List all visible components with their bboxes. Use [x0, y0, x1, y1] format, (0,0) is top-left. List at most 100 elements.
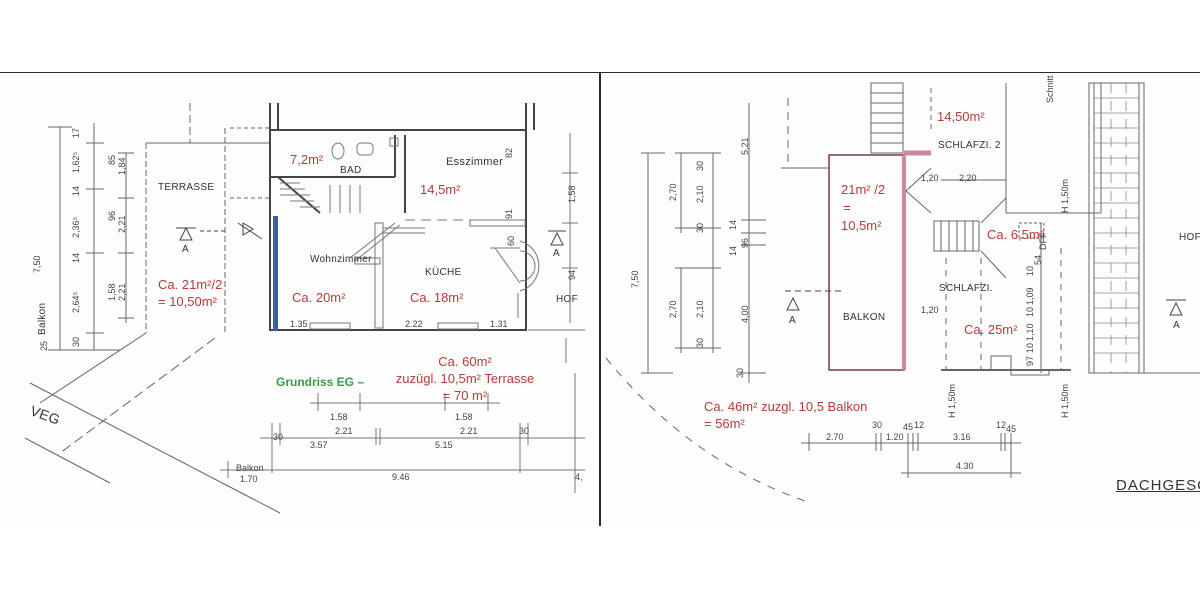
- section-marker-a-right: A: [553, 248, 560, 259]
- dim-v-b-2: 96: [107, 210, 117, 221]
- dim-bottom-r1-6: 12: [996, 420, 1007, 430]
- section-marker-a: A: [182, 244, 189, 255]
- dim-bottom-r1-0: 2.70: [826, 432, 844, 442]
- highlighted-wall: [273, 216, 278, 331]
- dim-bottom-r2-0: 4.30: [956, 461, 974, 471]
- attic-floor-drawing: [605, 82, 1200, 504]
- height-note-0: H 1,50m: [1060, 178, 1070, 213]
- section-marker-a: A: [789, 315, 796, 326]
- dim-vertical-total: 7,50: [32, 255, 42, 273]
- summary-line1: Ca. 60m²: [438, 354, 492, 369]
- dim-v-right-3: 1,58: [567, 185, 577, 203]
- dim-v-a-5: 2,64⁵: [71, 291, 81, 313]
- area-bad: 7,2m²: [290, 152, 324, 167]
- dim-v-b-4: 30: [695, 337, 705, 348]
- room-label-wohnzimmer: Wohnzimmer: [310, 254, 372, 265]
- room-label-hof: HOF: [556, 294, 579, 305]
- summary-line2: = 56m²: [704, 416, 745, 431]
- dim-bottom-r2-3: 30: [519, 426, 530, 436]
- dim-v-b-1: 1,84: [117, 157, 127, 175]
- dim-dff: DFF: [1038, 232, 1048, 251]
- area-schlafzi: Ca. 25m²: [964, 322, 1018, 337]
- summary-line2: zuzügl. 10,5m² Terrasse: [395, 371, 535, 386]
- dim-bottom-r1-4: 12: [914, 420, 925, 430]
- dim-bottom-r1-0: 1.58: [330, 412, 348, 422]
- dim-v-b-0: 85: [107, 154, 117, 165]
- dim-v-c-4: 4,00: [740, 305, 750, 323]
- area-balkon-line1: 21m² /2: [841, 182, 886, 197]
- dim-inner-1: 2.22: [405, 319, 423, 329]
- dim-v-c-2: 96: [740, 237, 750, 248]
- dim-v-inner-3: 10: [1025, 306, 1035, 317]
- dim-v-right-1: 91: [504, 208, 514, 219]
- area-esszimmer: 14,5m²: [420, 182, 461, 197]
- plan-title-attic: DACHGESC: [1116, 477, 1200, 494]
- section-marker-a-right: A: [1173, 320, 1180, 331]
- dim-bottom-r1-5: 3.16: [953, 432, 971, 442]
- room-label-balkon: BALKON: [843, 312, 886, 323]
- dim-inner-2: 1,20: [921, 305, 939, 315]
- area-terrasse-line2: = 10,50m²: [158, 294, 217, 309]
- dim-v-a-1: 1,62⁵: [71, 151, 81, 173]
- ground-floor-drawing: [24, 103, 585, 514]
- dim-inner-0: 1.35: [290, 319, 308, 329]
- dim-bottom-r1-2: 1.58: [455, 412, 473, 422]
- dim-v-inner-0: 54: [1033, 254, 1043, 265]
- dim-v-b-5: 2,21: [117, 283, 127, 301]
- label-schnitt: Schnitt: [1045, 75, 1055, 103]
- dim-v-c-5: 30: [735, 367, 745, 378]
- dim-bottom-r3-0: 1.70: [240, 474, 258, 484]
- room-label-kueche: KÜCHE: [425, 267, 462, 278]
- dim-v-b-3: 2,10: [695, 300, 705, 318]
- dim-bottom-r3-2: 4,: [575, 472, 583, 482]
- dim-bottom-r1-3: 45: [903, 422, 914, 432]
- dim-inner-2: 1.31: [490, 319, 508, 329]
- dim-bottom-r2-0: 30: [273, 432, 284, 442]
- dim-v-a-6: 30: [71, 336, 81, 347]
- dim-v-a-2: 14: [71, 185, 81, 196]
- dim-v-c-3: 14: [728, 245, 738, 256]
- dim-v-c-0: 5,21: [740, 137, 750, 155]
- dim-bottom-balkon: Balkon: [236, 463, 264, 473]
- dim-v-a-4: 14: [71, 252, 81, 263]
- dim-v-a-7: 25: [39, 340, 49, 351]
- area-balkon-line3: 10,5m²: [841, 218, 882, 233]
- room-label-esszimmer: Esszimmer: [446, 156, 504, 168]
- height-note-2: H 1,50m: [1060, 383, 1070, 418]
- dim-v-b-1: 2,10: [695, 185, 705, 203]
- dim-v-inner-5: 10: [1025, 342, 1035, 353]
- dim-v-right-4: 94: [567, 269, 577, 280]
- area-small-room: Ca. 6,5m²: [987, 227, 1045, 242]
- dim-v-a-0: 17: [71, 127, 81, 138]
- side-label-balkon: Balkon: [37, 302, 48, 335]
- area-kueche: Ca. 18m²: [410, 290, 464, 305]
- dim-v-b-2: 30: [695, 222, 705, 233]
- dim-bottom-r1-3: 2.21: [460, 426, 478, 436]
- summary-line1: Ca. 46m² zuzgl. 10,5 Balkon: [704, 399, 868, 414]
- panel-divider: [599, 73, 601, 526]
- summary-line3: = 70 m²: [442, 388, 488, 403]
- dim-v-inner-6: 97: [1025, 355, 1035, 366]
- dim-v-c-1: 14: [728, 219, 738, 230]
- dim-inner-1: 2,20: [959, 173, 977, 183]
- dim-v-a-1: 2,70: [668, 300, 678, 318]
- dim-v-b-3: 2,21: [117, 215, 127, 233]
- room-label-bad: BAD: [340, 165, 362, 176]
- dim-bottom-r1-1: 30: [872, 420, 883, 430]
- area-terrasse-line1: Ca. 21m²/2: [158, 277, 223, 292]
- top-margin: [0, 0, 1200, 73]
- bottom-margin: [0, 526, 1200, 600]
- dim-v-b-0: 30: [695, 160, 705, 171]
- dim-v-a-0: 2,70: [668, 183, 678, 201]
- plan-title-ground-floor: Grundriss EG –: [276, 375, 365, 389]
- room-label-schlafzi: SCHLAFZI.: [939, 283, 993, 294]
- room-label-hof: HOF: [1179, 232, 1200, 243]
- room-label-terrasse: TERRASSE: [158, 182, 215, 193]
- dim-v-right-0: 82: [504, 147, 514, 158]
- dim-v-inner-2: 1,09: [1025, 287, 1035, 305]
- dim-bottom-r2-1: 3.57: [310, 440, 328, 450]
- dim-v-inner-4: 1,10: [1025, 323, 1035, 341]
- height-note-1: H 1,50m: [947, 383, 957, 418]
- dim-bottom-r1-7: 45: [1006, 424, 1017, 434]
- area-schlafzi2: 14,50m²: [937, 109, 985, 124]
